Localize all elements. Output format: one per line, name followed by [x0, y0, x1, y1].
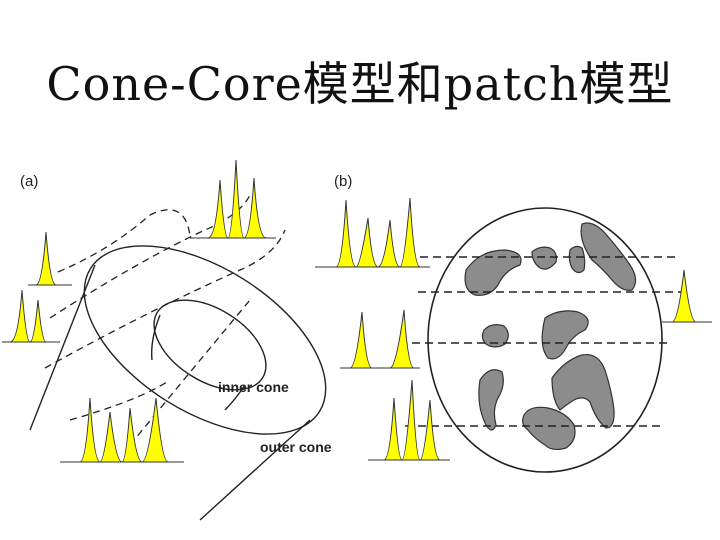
line-profile-b-1	[315, 197, 430, 268]
panel-a: (a) inner cone outer cone	[2, 159, 332, 521]
panel-a-label: (a)	[20, 173, 38, 190]
line-profile-a-top	[190, 159, 276, 239]
slide-title: Cone-Core模型和patch模型	[46, 57, 674, 111]
line-profile-a-left-upper	[28, 231, 72, 286]
outer-cone-label: outer cone	[260, 439, 332, 455]
patch-9	[522, 406, 576, 451]
patch-5	[481, 324, 509, 348]
outer-cone	[29, 245, 327, 521]
patch-6	[541, 310, 589, 360]
line-profile-a-bottom	[60, 397, 184, 463]
sight-lines-a	[44, 194, 286, 446]
line-profile-b-2	[662, 269, 712, 323]
inner-cone	[150, 299, 267, 411]
panel-b: (b)	[315, 173, 712, 473]
line-profile-b-4	[368, 379, 450, 461]
line-profile-b-3	[340, 309, 420, 369]
sight-lines-b	[405, 256, 690, 427]
line-profile-a-left-lower	[2, 289, 60, 343]
panel-b-label: (b)	[334, 173, 352, 190]
patch-3	[568, 245, 586, 274]
patch-1	[464, 249, 522, 296]
patch-region-circle	[427, 207, 663, 473]
inner-cone-label: inner cone	[218, 379, 289, 395]
patch-7	[551, 353, 615, 429]
patch-8	[478, 369, 504, 431]
patch-2	[531, 246, 557, 270]
